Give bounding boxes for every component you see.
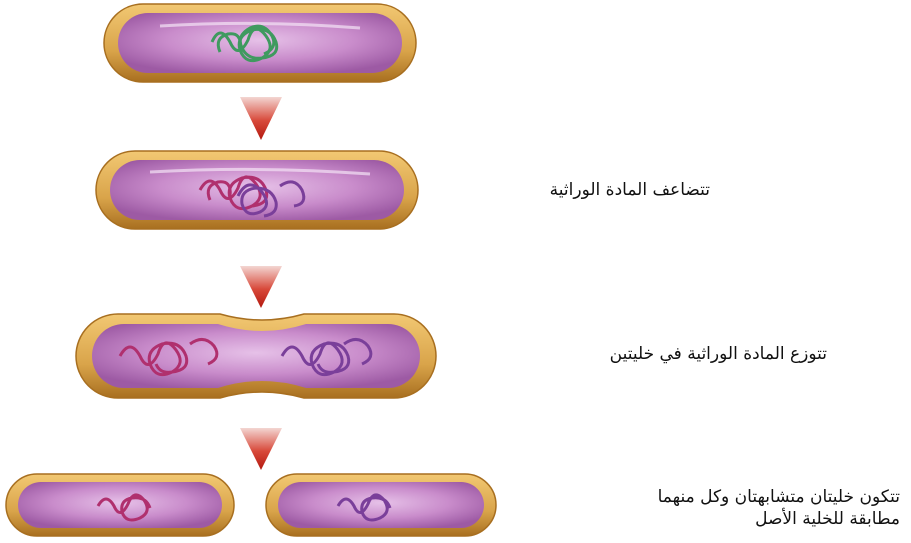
dividing-cell — [76, 314, 436, 398]
step-label-two-cells: تتكون خليتان متشابهتان وكل منهما مطابقة … — [640, 486, 900, 530]
arrow-1 — [240, 97, 282, 140]
arrow-3 — [240, 428, 282, 470]
step-label-replication: تتضاعف المادة الوراثية — [550, 179, 710, 201]
daughter-cell-left — [6, 474, 234, 536]
original-cell — [104, 4, 416, 82]
arrow-2 — [240, 266, 282, 308]
replicated-cell — [96, 151, 418, 229]
daughter-cell-right — [266, 474, 496, 536]
step-label-distribution: تتوزع المادة الوراثية في خليتين — [610, 343, 827, 365]
